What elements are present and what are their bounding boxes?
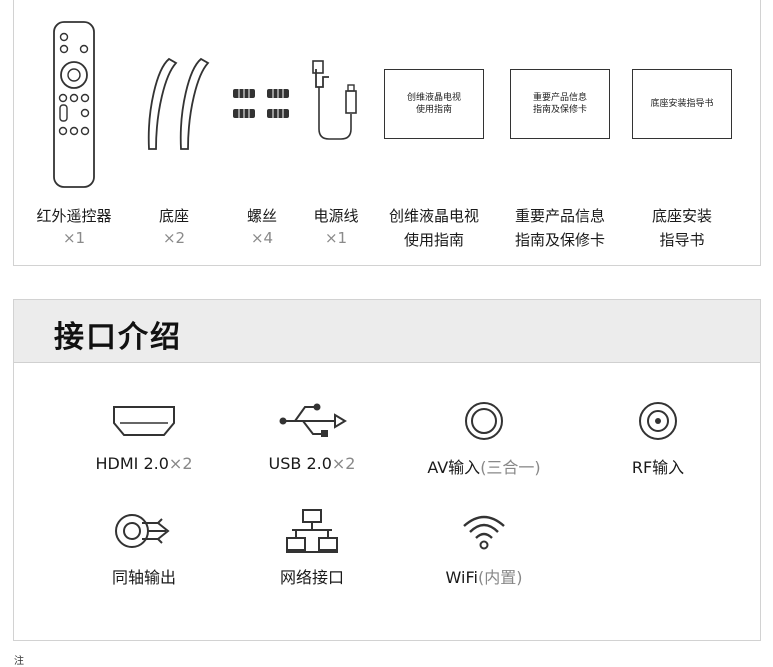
port-label: 同轴输出: [111, 568, 176, 587]
screws-icon: [233, 89, 289, 118]
user-manual-booklet: 创维液晶电视 使用指南: [384, 69, 484, 139]
hdmi-icon: [113, 406, 175, 436]
booklet-line: 使用指南: [415, 105, 452, 115]
booklet-line: 重要产品信息: [532, 93, 587, 103]
accessory-name: 创维液晶电视: [388, 207, 479, 225]
remote-control-icon: [53, 20, 95, 188]
accessory-name: 重要产品信息: [514, 207, 605, 225]
warranty-booklet: 重要产品信息 指南及保修卡: [510, 69, 610, 139]
accessory-qty: ×4: [250, 229, 274, 247]
av-icon: [465, 402, 503, 440]
accessory-power-cord: 电源线 ×1: [276, 0, 396, 265]
stand-legs-icon: [147, 57, 210, 150]
port-network: 网络接口: [232, 508, 392, 598]
accessory-remote: 红外遥控器 ×1: [14, 0, 134, 265]
wifi-icon: [463, 515, 505, 550]
booklet-line: 创维液晶电视: [406, 93, 461, 103]
port-hdmi: HDMI 2.0×2: [64, 398, 224, 488]
accessory-stand: 底座 ×2: [114, 0, 234, 265]
port-label: WiFi: [445, 568, 478, 587]
port-suffix: ×2: [331, 454, 356, 473]
accessory-name-line2: 使用指南: [403, 231, 464, 249]
accessory-name-line2: 指南及保修卡: [514, 231, 605, 249]
port-rf: RF输入: [578, 398, 738, 488]
accessory-name: 电源线: [313, 207, 359, 225]
port-suffix: (三合一): [480, 458, 541, 477]
booklet-line: 底座安装指导书: [650, 99, 714, 109]
accessories-panel: 红外遥控器 ×1 底座 ×2: [13, 0, 761, 266]
booklet-line: 指南及保修卡: [532, 105, 587, 115]
accessory-qty: ×1: [324, 229, 348, 247]
accessory-name: 螺丝: [246, 207, 277, 225]
footer-fragment: 注: [14, 656, 24, 667]
interfaces-panel: 接口介绍 HDMI 2.0×2 USB 2.0×2: [13, 299, 761, 641]
rf-icon: [639, 402, 677, 440]
port-label: 网络接口: [279, 568, 344, 587]
port-label: HDMI 2.0: [95, 454, 169, 473]
port-coaxial: 同轴输出: [64, 508, 224, 598]
port-usb: USB 2.0×2: [232, 398, 392, 488]
accessory-qty: ×1: [62, 229, 86, 247]
coaxial-icon: [115, 514, 170, 548]
power-cord-icon: [312, 60, 357, 140]
port-suffix: ×2: [168, 454, 193, 473]
network-icon: [286, 509, 338, 553]
accessory-warranty-card: 重要产品信息 指南及保修卡 重要产品信息 指南及保修卡: [500, 0, 620, 265]
port-av: AV输入(三合一): [404, 398, 564, 488]
accessory-name: 红外遥控器: [36, 207, 112, 225]
port-label: RF输入: [631, 458, 685, 477]
base-guide-booklet: 底座安装指导书: [632, 69, 732, 139]
usb-icon: [279, 403, 347, 437]
accessory-qty: ×2: [162, 229, 186, 247]
port-wifi: WiFi(内置): [404, 508, 564, 598]
port-label: AV输入: [427, 458, 481, 477]
accessory-user-manual: 创维液晶电视 使用指南 创维液晶电视 使用指南: [374, 0, 494, 265]
interfaces-header: 接口介绍: [14, 300, 760, 363]
accessory-name: 底座: [158, 207, 189, 225]
accessory-screws: 螺丝 ×4: [202, 0, 322, 265]
section-title: 接口介绍: [54, 320, 182, 355]
accessory-name: 底座安装: [651, 207, 712, 225]
accessory-name-line2: 指导书: [659, 231, 705, 249]
accessory-base-guide: 底座安装指导书 底座安装 指导书: [622, 0, 742, 265]
port-suffix: (内置): [477, 568, 523, 587]
port-label: USB 2.0: [268, 454, 332, 473]
